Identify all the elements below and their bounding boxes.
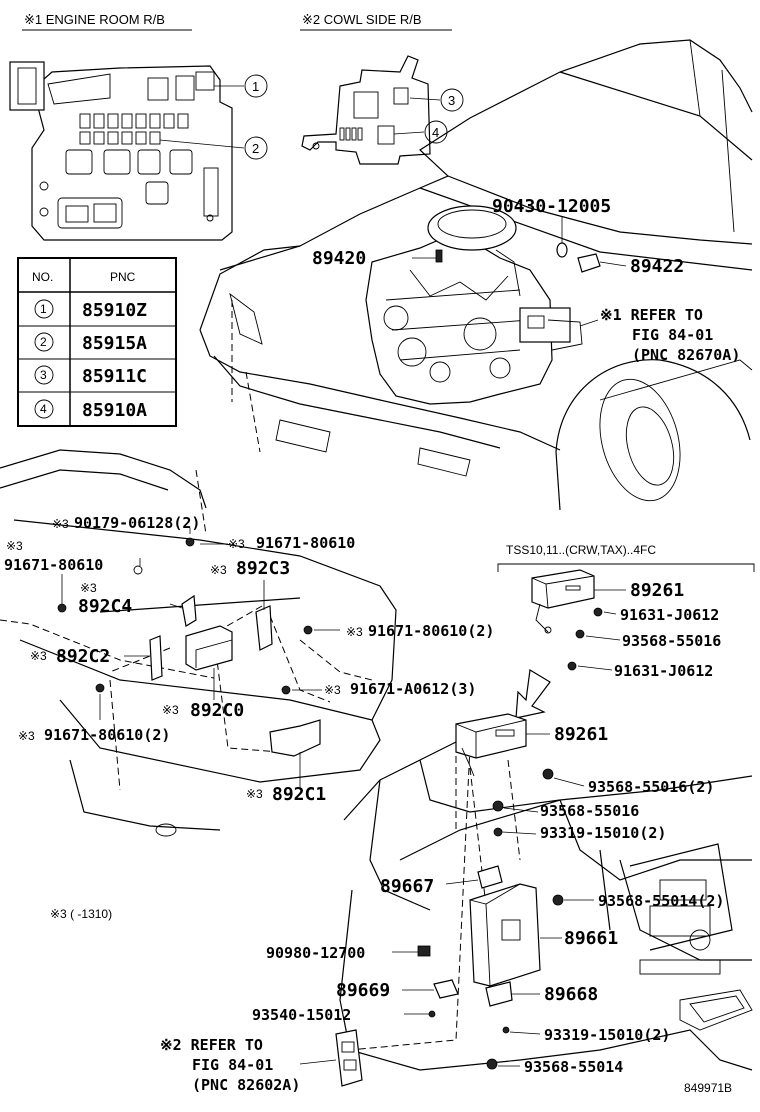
label-91671-80610-bot: 91671-80610(2) <box>44 726 170 744</box>
refer-84-01-b-line1: ※2 REFER TO <box>160 1036 263 1054</box>
label-91671-80610-left: 91671-80610 <box>4 556 103 574</box>
engine-room-header: ※1 ENGINE ROOM R/B <box>24 12 165 27</box>
figure-id: 849971B <box>684 1081 732 1095</box>
module-89261 <box>455 713 527 759</box>
label-892C2: 892C2 <box>56 646 110 667</box>
refer-84-01-b-line2: FIG 84-01 <box>192 1056 273 1074</box>
label-89261: 89261 <box>554 724 608 745</box>
module-892C0 <box>185 625 233 671</box>
svg-text:85910Z: 85910Z <box>82 300 147 321</box>
label-93568-55016: 93568-55016 <box>540 802 639 820</box>
bolt-90179 <box>185 537 195 547</box>
label-90980-12700: 90980-12700 <box>266 944 365 962</box>
rear-car-illustration: ※3 90179-06128(2) ※3 91671-80610 ※3 9167… <box>0 449 494 837</box>
sensor-89422 <box>577 253 601 273</box>
cowl-side-relay-block: ※2 COWL SIDE R/B 3 4 <box>300 12 464 165</box>
refer-84-01-line1: ※1 REFER TO <box>600 306 703 324</box>
table-header-pnc: PNC <box>110 270 136 284</box>
label-89661: 89661 <box>564 928 618 949</box>
mark-3-i: ※3 <box>18 729 35 743</box>
svg-text:85915A: 85915A <box>82 333 147 354</box>
table-row: 4 85910A <box>34 399 147 421</box>
mark-3-b: ※3 <box>6 539 23 553</box>
bracket-89667 <box>477 865 503 889</box>
svg-text:2: 2 <box>40 335 47 349</box>
callout-4: 4 <box>432 125 439 140</box>
svg-text:85910A: 85910A <box>82 400 147 421</box>
label-892C0: 892C0 <box>190 700 244 721</box>
mark-3-f: ※3 <box>346 625 363 639</box>
cowl-side-header: ※2 COWL SIDE R/B <box>302 12 422 27</box>
label-91671-A0612: 91671-A0612(3) <box>350 680 476 698</box>
svg-text:85911C: 85911C <box>82 366 147 387</box>
label-89668: 89668 <box>544 984 598 1005</box>
arrow-icon <box>515 669 551 719</box>
label-93568-55016-2: 93568-55016(2) <box>588 778 714 796</box>
label-90430-12005: 90430-12005 <box>492 196 611 217</box>
module-89261-tss <box>531 569 595 609</box>
table-header-no: NO. <box>32 270 53 284</box>
callout-1: 1 <box>252 79 259 94</box>
bracket-892C1 <box>269 719 321 757</box>
svg-text:4: 4 <box>40 402 47 416</box>
mark-3-j: ※3 <box>246 787 263 801</box>
callout-2: 2 <box>252 141 259 156</box>
mark-3-a: ※3 <box>228 537 245 551</box>
sensor-89420 <box>435 249 443 263</box>
sensor-89669 <box>433 979 459 999</box>
bracket-892C4 <box>181 594 197 627</box>
label-89261-tss: 89261 <box>630 580 684 601</box>
label-93540-15012: 93540-15012 <box>252 1006 351 1024</box>
label-89420: 89420 <box>312 248 366 269</box>
dashboard-illustration: 89261 93568-55016(2) 93568-55016 93319-1… <box>160 713 753 1094</box>
label-93568-55014-2: 93568-55014(2) <box>598 892 724 910</box>
label-91631-J0612-a: 91631-J0612 <box>620 606 719 624</box>
ecu-89661 <box>469 883 541 987</box>
tss-heading: TSS10,11..(CRW,TAX)..4FC <box>506 543 656 557</box>
label-93568-55014: 93568-55014 <box>524 1058 623 1076</box>
label-91631-J0612-b: 91631-J0612 <box>614 662 713 680</box>
label-89669: 89669 <box>336 980 390 1001</box>
fuse-block-connector <box>9 61 45 111</box>
refer-84-01-b-line3: (PNC 82602A) <box>192 1076 300 1094</box>
engine-room-relay-block: ※1 ENGINE ROOM R/B <box>9 12 268 241</box>
bracket-89668 <box>485 981 513 1007</box>
mark-3-d: ※3 <box>210 563 227 577</box>
label-91671-80610-top: 91671-80610 <box>256 534 355 552</box>
callout-3: 3 <box>448 93 455 108</box>
refer-84-01-line2: FIG 84-01 <box>632 326 713 344</box>
table-row: 1 85910Z <box>34 299 147 321</box>
mark-3-c: ※3 <box>80 581 97 595</box>
mark-3-h: ※3 <box>162 703 179 717</box>
label-89422: 89422 <box>630 256 684 277</box>
label-93319-15010-a: 93319-15010(2) <box>540 824 666 842</box>
mark-3-g: ※3 <box>324 683 341 697</box>
table-row: 3 85911C <box>34 365 147 387</box>
tss-inset: TSS10,11..(CRW,TAX)..4FC 89261 91631-J06… <box>497 543 755 719</box>
engine-assembly <box>365 205 583 405</box>
pnc-table: NO. PNC 1 85910Z 2 85915A 3 85911C 4 859… <box>17 257 177 427</box>
bracket-892C3 <box>255 605 273 651</box>
connector-90980 <box>417 945 431 957</box>
label-892C1: 892C1 <box>272 784 326 805</box>
bracket-892C2 <box>149 635 163 681</box>
label-93568-55016-tss: 93568-55016 <box>622 632 721 650</box>
footnote-3: ※3 ( -1310) <box>50 907 112 921</box>
label-892C4: 892C4 <box>78 596 132 617</box>
label-93319-15010-b: 93319-15010(2) <box>544 1026 670 1044</box>
washer-90430 <box>556 242 568 258</box>
label-89667: 89667 <box>380 876 434 897</box>
table-row: 2 85915A <box>34 332 147 354</box>
mark-3-e: ※3 <box>30 649 47 663</box>
refer-84-01-line3: (PNC 82670A) <box>632 346 740 364</box>
front-car-illustration: 89420 90430-12005 89422 ※1 REFER TO FIG … <box>199 39 753 511</box>
svg-text:1: 1 <box>40 302 47 316</box>
label-91671-80610-mid: 91671-80610(2) <box>368 622 494 640</box>
label-892C3: 892C3 <box>236 558 290 579</box>
label-90179-06128: ※3 <box>52 517 69 531</box>
cowl-side-block <box>335 1029 363 1087</box>
svg-text:3: 3 <box>40 368 47 382</box>
label-90179-06128-text: 90179-06128(2) <box>74 514 200 532</box>
